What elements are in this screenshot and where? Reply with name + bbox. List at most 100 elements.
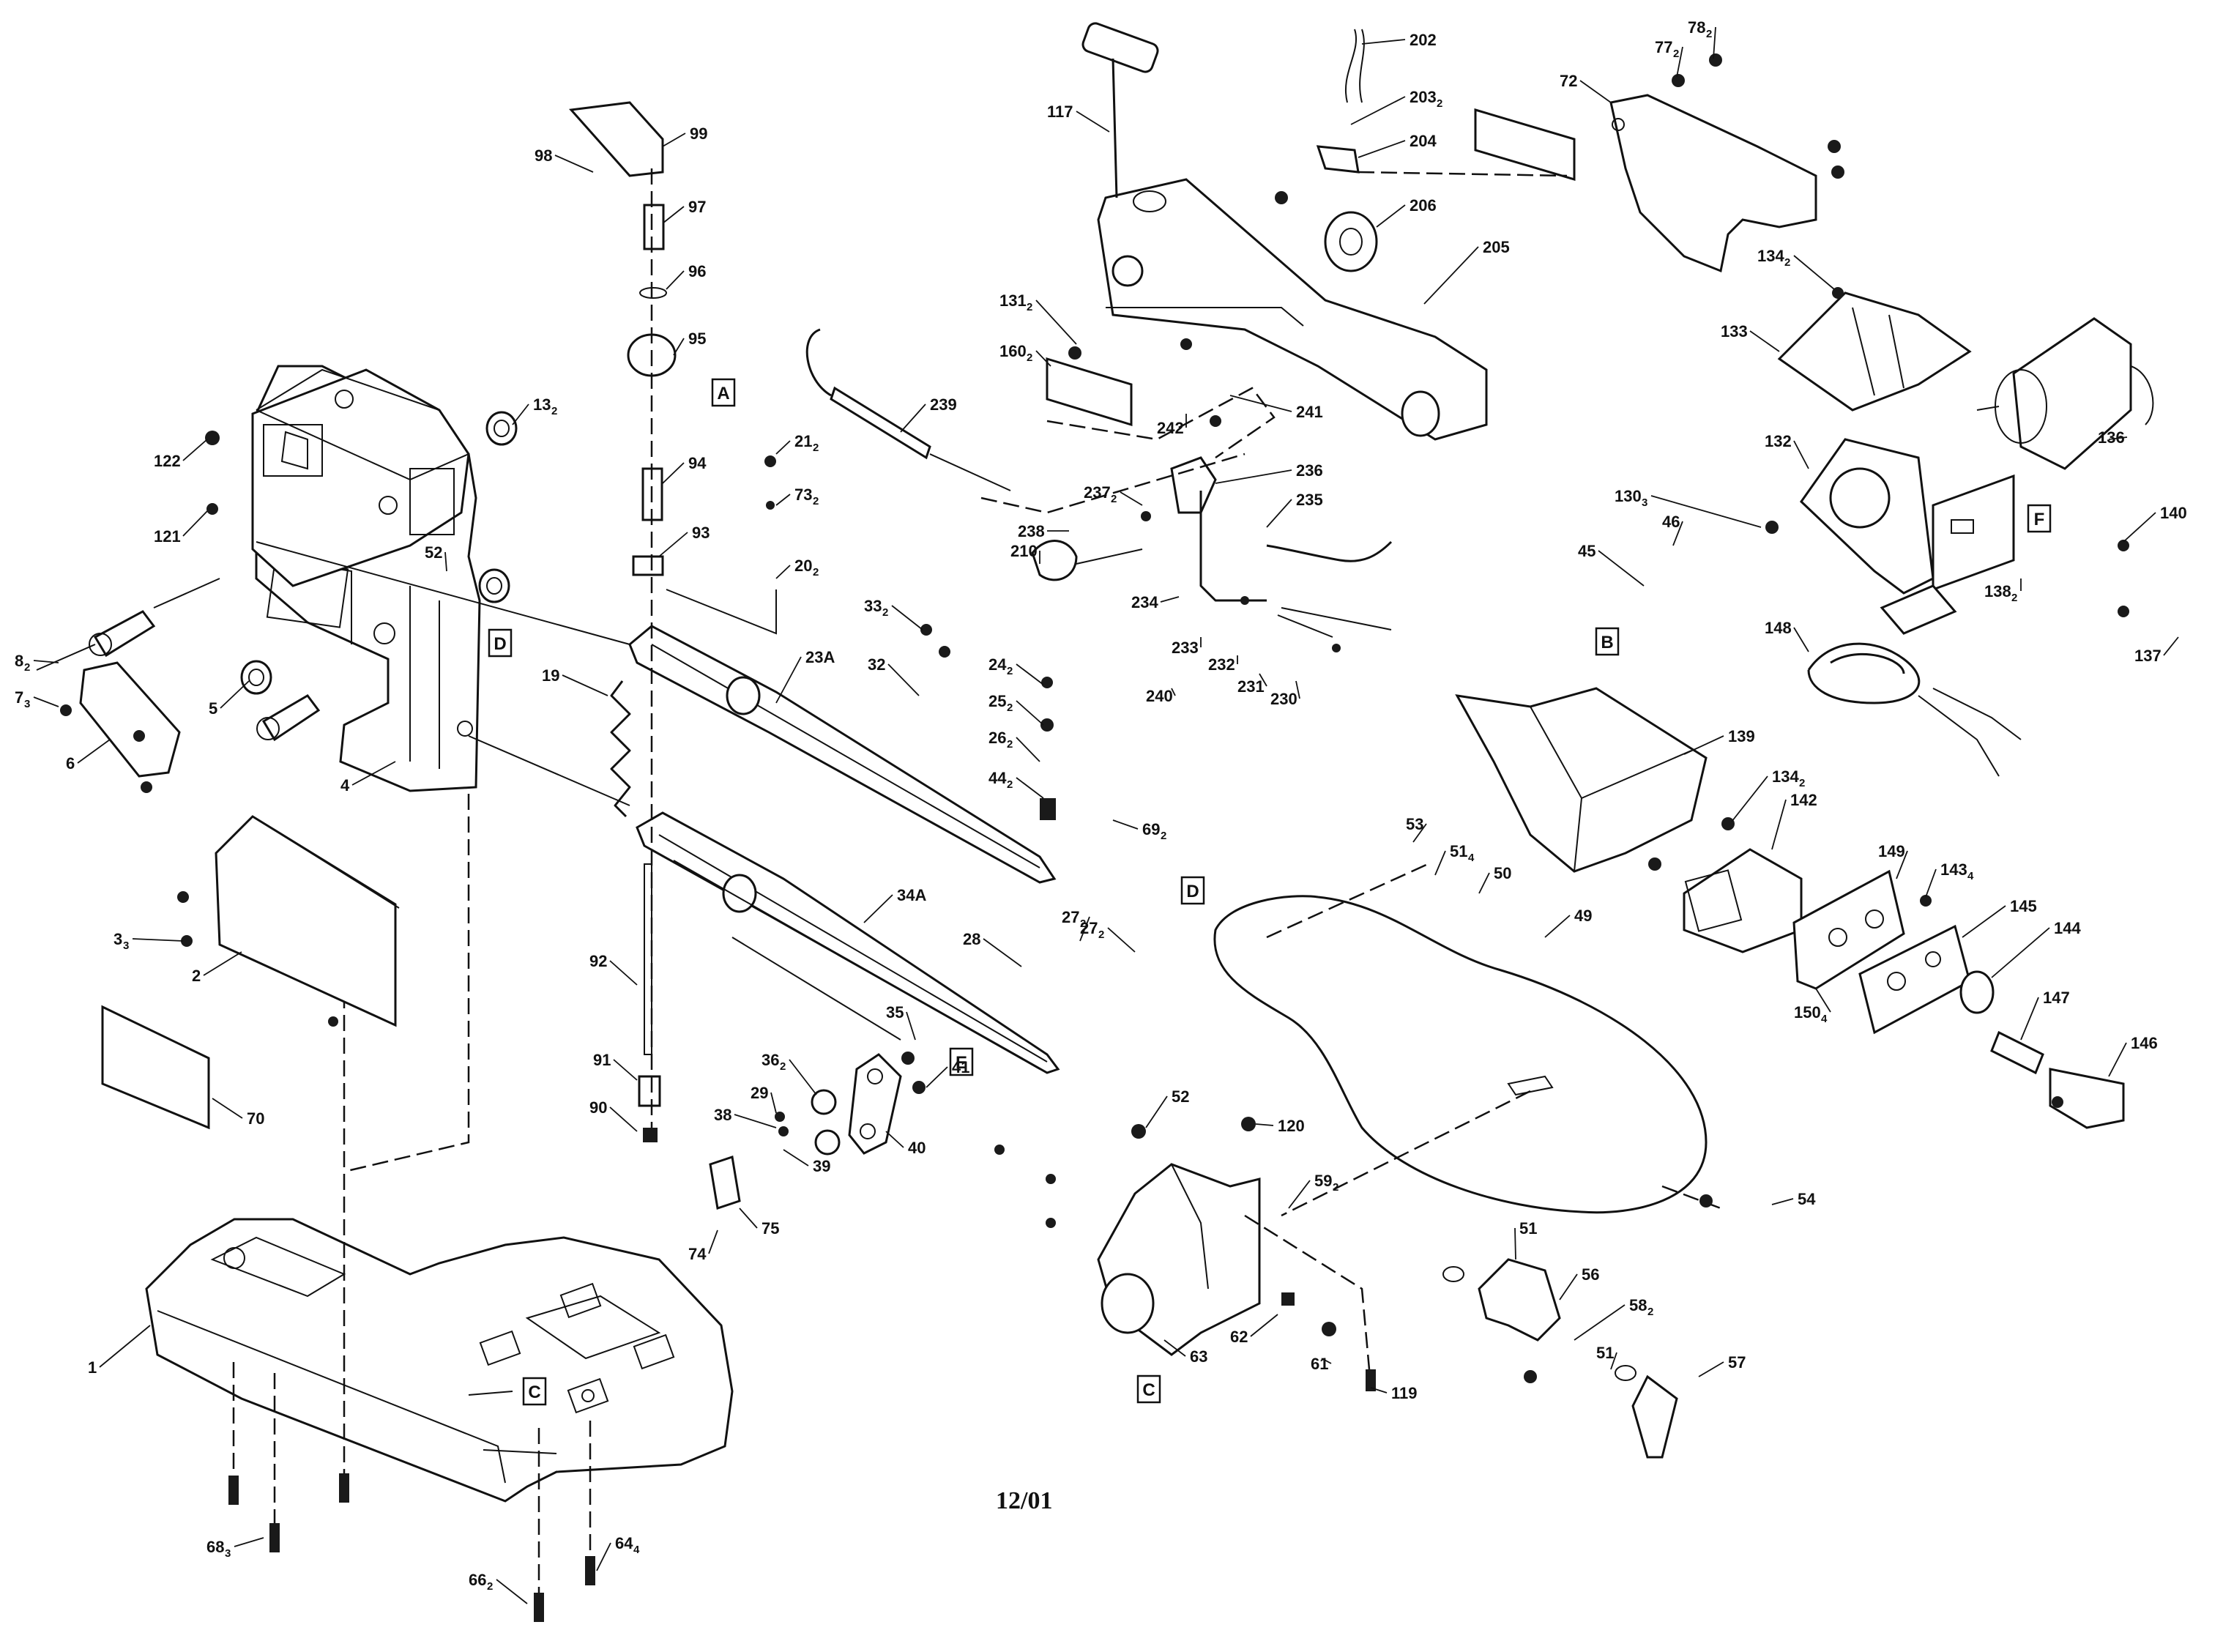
leader-line [1793,255,1835,290]
leader-line [1423,246,1479,305]
part-label-93: 93 [658,524,710,557]
part-label-232: 232 [1208,655,1238,674]
part-quantity-subscript: 2 [1098,929,1104,941]
part-label-56: 56 [1559,1265,1599,1301]
leader-line [33,696,59,707]
part-number: 23A [805,648,835,666]
part-label-19: 19 [542,666,608,696]
leader-line [554,155,594,173]
svg-text:D: D [494,634,506,654]
part-number: 56 [1582,1265,1599,1284]
part-quantity-subscript: 2 [487,1580,493,1593]
part-quantity-subscript: 2 [1799,777,1805,789]
part-number: 122 [154,452,181,470]
link-40 [709,937,926,1210]
part-quantity-subscript: 2 [1007,738,1013,751]
part-number: 134 [1757,247,1784,265]
part-label-238: 238 [1018,522,1069,540]
section-tag-c-bracket: C [1136,1374,1161,1404]
part-quantity-subscript: 3 [24,698,30,710]
part-number: 52 [425,543,442,562]
part-quantity-subscript: 3 [123,940,129,952]
leader-line [906,1011,916,1041]
leader-line [1076,111,1110,133]
leader-line [1544,915,1571,938]
part-number: 29 [751,1084,768,1102]
leader-line [1434,850,1446,876]
part-label-240: 240 [1146,687,1176,705]
leader-line [77,739,111,764]
part-number: 73 [794,485,812,504]
leader-line [562,674,608,696]
part-quantity-subscript: 2 [1673,48,1679,60]
part-number: 61 [1311,1355,1328,1373]
part-number: 34A [897,886,926,904]
part-label-45: 45 [1578,542,1645,587]
switch-housing-139 [1455,687,1708,873]
part-quantity-subscript: 2 [1007,665,1013,677]
part-label-133: 133 [1721,322,1780,352]
part-number: 78 [1688,18,1705,37]
part-number: 140 [2160,504,2187,522]
part-label-35: 35 [886,1003,916,1041]
leader-line [789,1059,817,1095]
leader-line [596,1542,611,1571]
part-number: 239 [930,395,957,414]
part-label-52: 52 [1145,1087,1189,1128]
leader-line [1713,26,1716,59]
part-number: 2 [192,967,201,985]
leader-line [1676,46,1683,78]
leader-line [1016,777,1044,799]
part-number: 92 [589,952,607,970]
leader-line [1771,1198,1794,1205]
part-label-241: 241 [1229,395,1323,421]
part-quantity-subscript: 2 [1647,1306,1653,1318]
part-number: 58 [1629,1296,1647,1314]
part-quantity-subscript: 2 [813,495,819,507]
tension-linkage [805,328,1393,652]
leader-line [775,656,802,704]
leader-line [220,680,250,709]
part-number: 149 [1878,842,1905,860]
leader-line [1771,799,1787,850]
motor-136 [1976,317,2154,470]
leader-line [783,1149,809,1167]
section-tag-d-table: D [1180,876,1205,905]
part-label-63: 63 [1163,1339,1207,1366]
leader-line [1749,330,1780,352]
leader-line [1107,927,1136,953]
switch-bracket-142 [1683,848,1905,990]
part-number: 98 [535,146,552,165]
part-number: 32 [868,655,885,674]
leader-line [512,403,529,425]
part-quantity-subscript: 2 [813,566,819,578]
part-number: 69 [1142,820,1160,838]
part-number: 233 [1172,639,1199,657]
part-label-23A: 23A [775,648,835,704]
part-quantity-subscript: 3 [1642,496,1647,509]
part-number: 204 [1410,132,1437,150]
leader-line [775,565,791,579]
part-number: 238 [1018,522,1045,540]
part-number: 40 [908,1139,926,1157]
leader-line [1376,204,1406,228]
leader-line [662,133,686,147]
part-quantity-subscript: 3 [225,1547,231,1560]
leader-line [1896,850,1908,879]
part-number: 1 [88,1358,97,1377]
leader-line [1035,350,1051,367]
part-label-29: 29 [751,1084,777,1114]
leader-line [891,605,923,630]
part-number: 70 [247,1109,264,1128]
part-label-147: 147 [2020,989,2070,1041]
part-number: 132 [1765,432,1792,450]
bracket-63 [1097,1117,1376,1391]
speed-knob [1959,970,2125,1129]
